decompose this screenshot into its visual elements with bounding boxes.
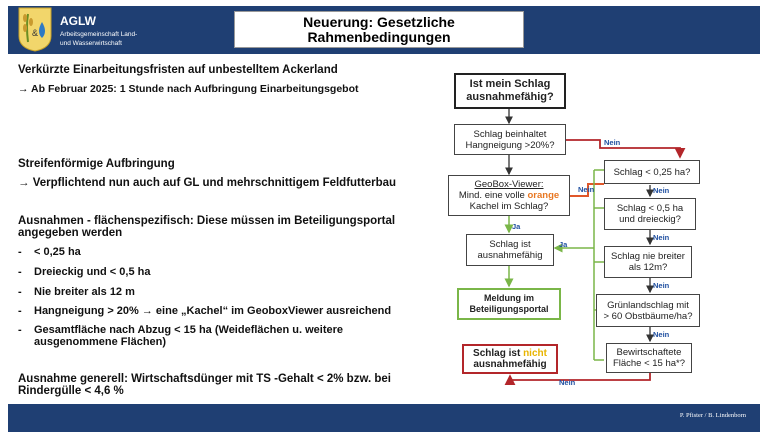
- flow-question-size: Schlag < 0,25 ha?: [604, 160, 700, 184]
- page-title: Neuerung: Gesetzliche Rahmenbedingungen: [234, 11, 524, 48]
- page-title-line2: Rahmenbedingungen: [307, 28, 451, 45]
- label-nein: Nein: [559, 378, 576, 387]
- list-item: -Nie breiter als 12 m: [18, 286, 135, 298]
- svg-text:&: &: [32, 28, 38, 38]
- list-item: -Dreieckig und < 0,5 ha: [18, 266, 151, 278]
- flow-question-orchard: Grünlandschlag mit> 60 Obstbäume/ha?: [596, 294, 700, 327]
- page-title-line1: Neuerung: Gesetzliche: [303, 13, 455, 30]
- section1-title: Verkürzte Einarbeitungsfristen auf unbes…: [18, 64, 338, 76]
- list-item: -< 0,25 ha: [18, 246, 81, 258]
- org-name: AGLW: [60, 14, 96, 28]
- label-nein: Nein: [578, 185, 595, 194]
- footer-authors: P. Pfister / B. Lindenborn: [679, 412, 746, 419]
- section4-line1: Ausnahme generell: Wirtschaftsdünger mit…: [18, 373, 391, 385]
- section1-line: → Ab Februar 2025: 1 Stunde nach Aufbrin…: [18, 83, 359, 95]
- org-subtitle-line1: Arbeitsgemeinschaft Land-: [60, 31, 138, 38]
- section2-title: Streifenförmige Aufbringung: [18, 158, 175, 170]
- label-nein: Nein: [604, 138, 621, 147]
- section3-title-line2: angegeben werden: [18, 227, 123, 239]
- flow-question-geobox: GeoBox-Viewer: Mind. eine volle orange K…: [448, 175, 570, 216]
- list-item: -Hangneigung > 20% → eine „Kachel“ im Ge…: [18, 305, 392, 317]
- label-ja: Ja: [559, 240, 568, 249]
- section3-title-line1: Ausnahmen - flächenspezifisch: Diese müs…: [18, 215, 396, 227]
- section4-line2: Rindergülle < 4,6 %: [18, 385, 124, 397]
- section2-line: → Verpflichtend nun auch auf GL und mehr…: [18, 177, 397, 189]
- org-subtitle-line2: und Wasserwirtschaft: [60, 40, 122, 47]
- footer-bar: [8, 404, 760, 432]
- label-nein: Nein: [653, 330, 670, 339]
- list-item: -Gesamtfläche nach Abzug < 15 ha (Weidef…: [18, 324, 344, 336]
- label-nein: Nein: [653, 186, 670, 195]
- label-nein: Nein: [653, 281, 670, 290]
- aglw-logo: &: [16, 6, 54, 52]
- flow-result-not-eligible: Schlag ist nicht ausnahmefähig: [462, 344, 558, 374]
- list-item-continuation: ausgenommene Flächen): [34, 336, 167, 348]
- label-nein: Nein: [653, 233, 670, 242]
- label-ja: Ja: [512, 222, 521, 231]
